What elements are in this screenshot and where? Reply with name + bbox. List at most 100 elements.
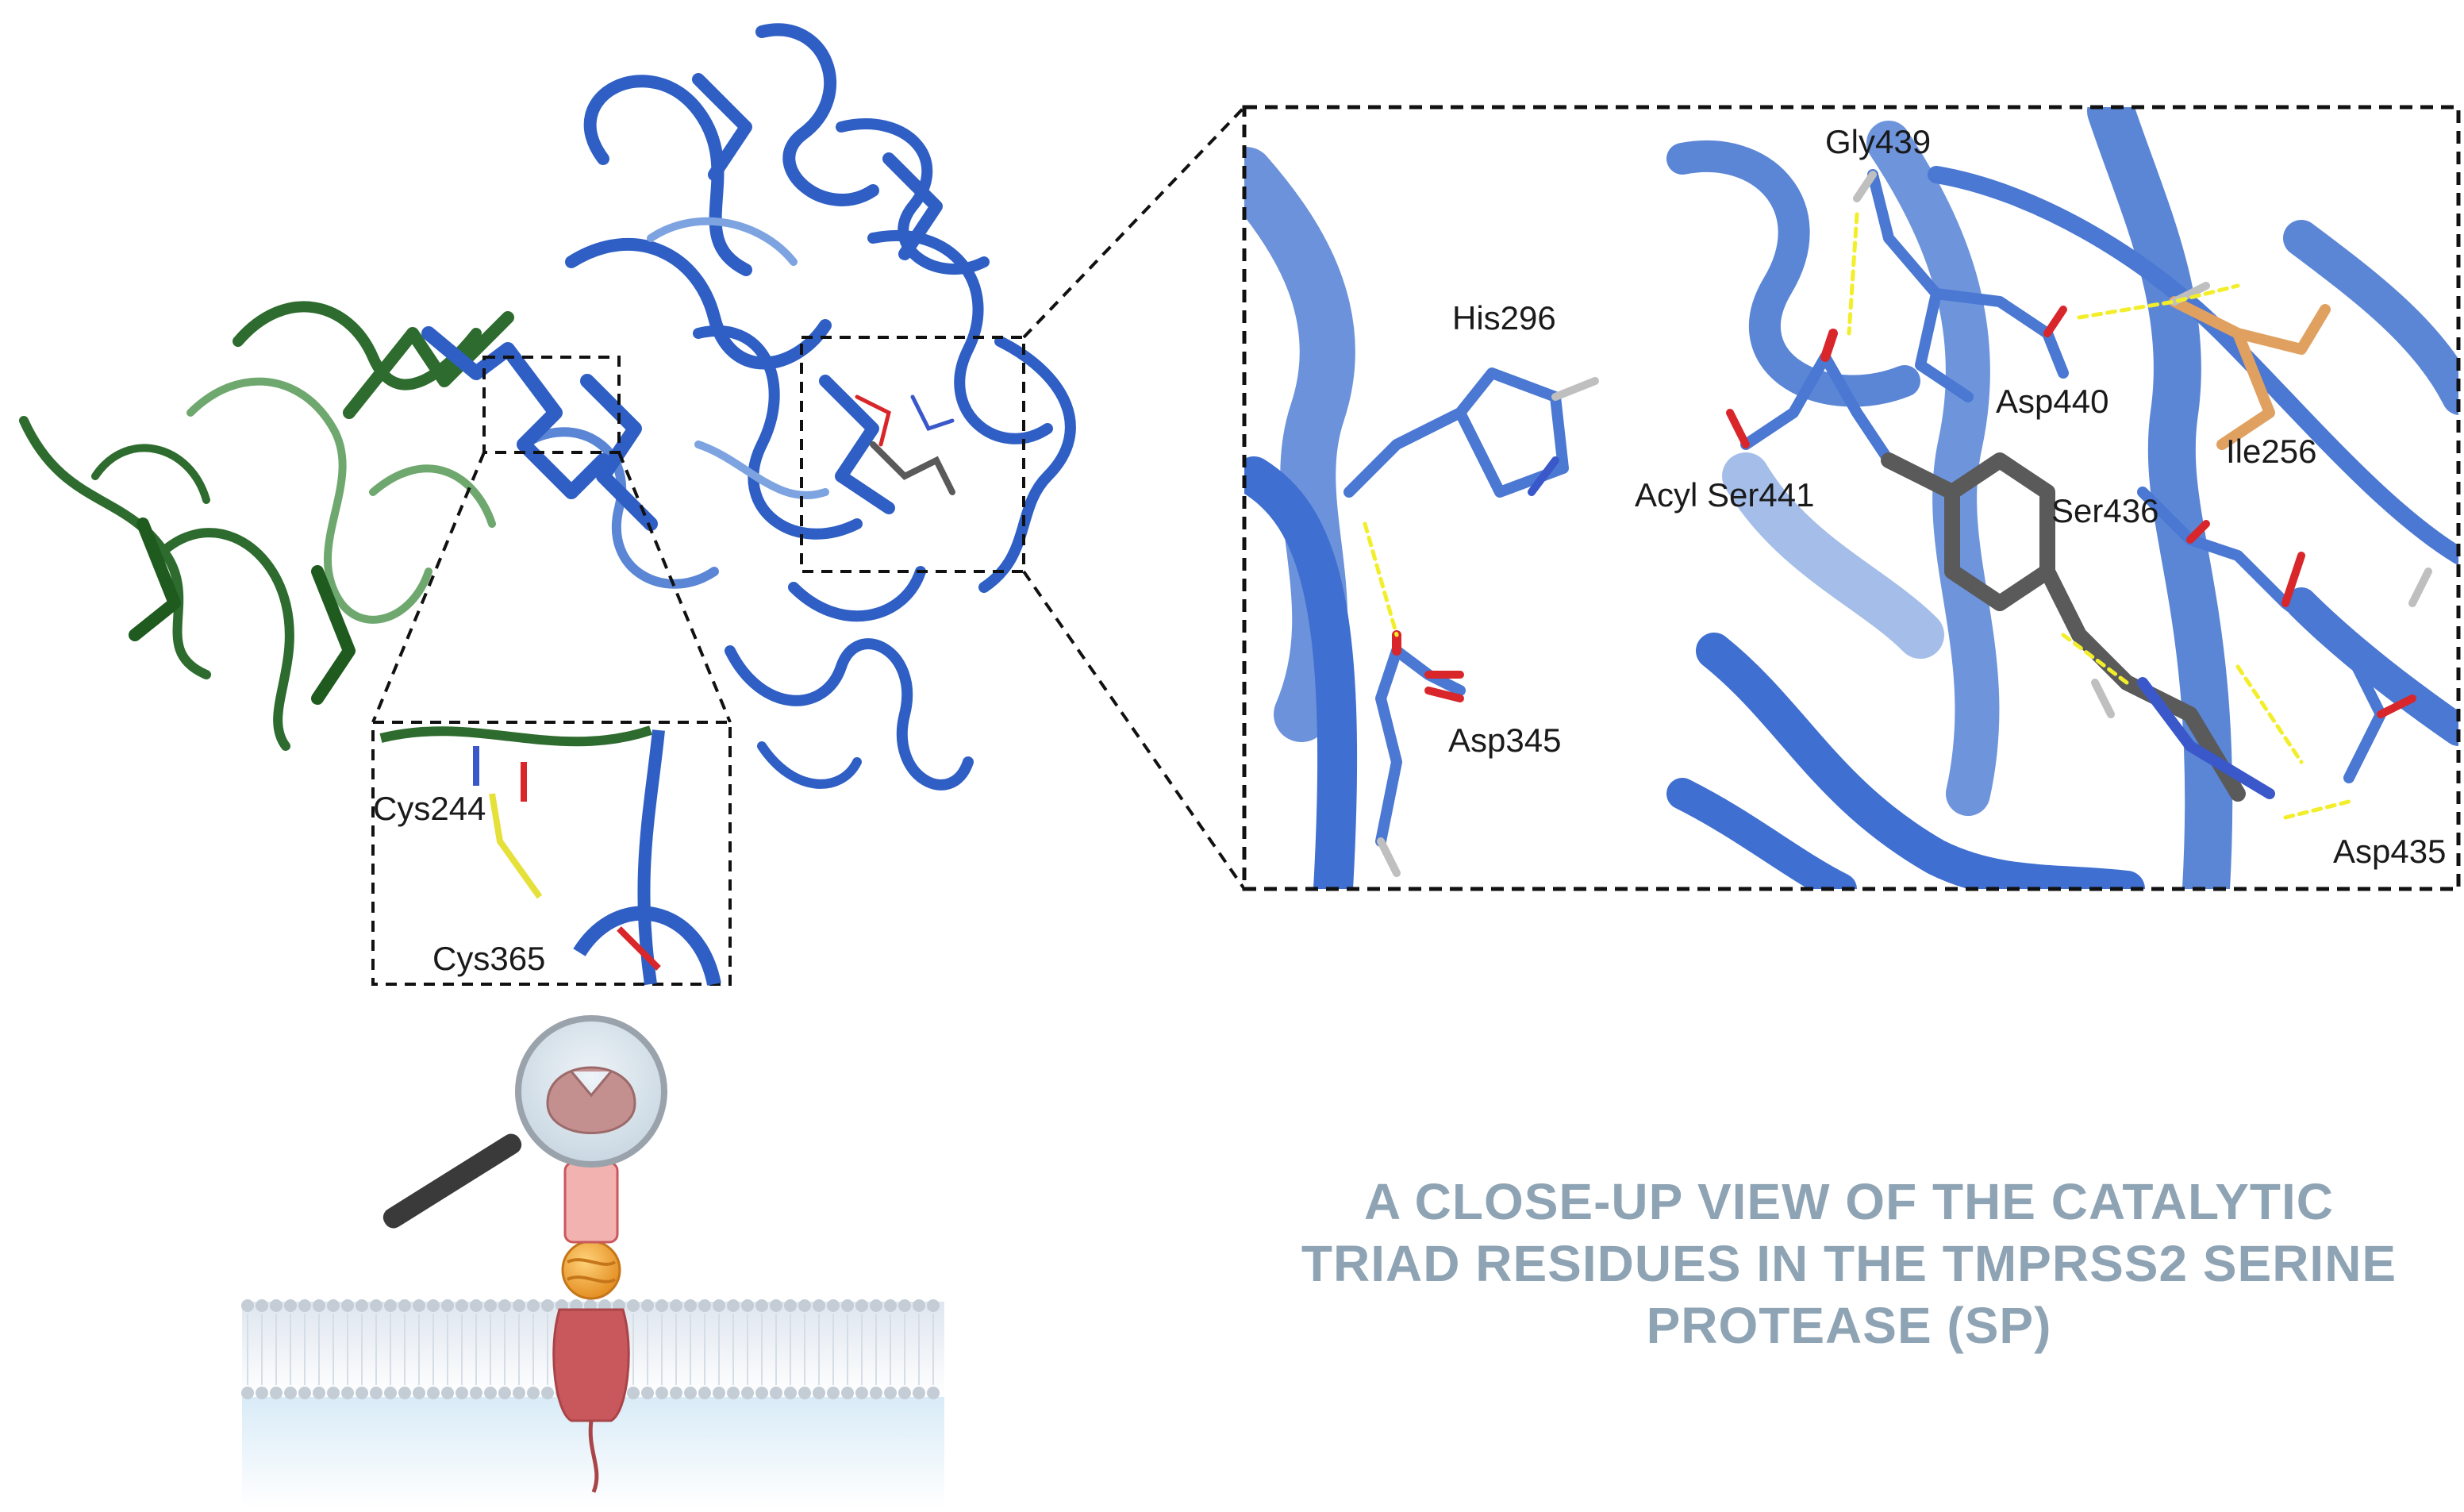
lipid-head [627, 1299, 640, 1312]
lipid-head [270, 1387, 283, 1399]
label-asp435: Asp435 [2333, 833, 2446, 870]
lipid-head [456, 1299, 468, 1312]
lipid-head [655, 1387, 668, 1399]
label-ile256: Ile256 [2226, 433, 2316, 470]
lipid-head [313, 1299, 325, 1312]
lipid-head [827, 1387, 840, 1399]
lipid-head [698, 1299, 711, 1312]
lipid-head [341, 1387, 354, 1399]
lipid-head [755, 1299, 768, 1312]
lipid-head [356, 1387, 368, 1399]
lipid-head [313, 1387, 325, 1399]
lipid-head [484, 1387, 497, 1399]
lipid-head [755, 1387, 768, 1399]
label-asp440: Asp440 [1996, 383, 2108, 420]
lipid-head [627, 1387, 640, 1399]
lipid-head [727, 1299, 740, 1312]
figure-caption: A CLOSE-UP VIEW OF THE CATALYTIC TRIAD R… [1238, 1171, 2460, 1356]
lipid-head [713, 1387, 725, 1399]
lipid-head [884, 1387, 897, 1399]
sp-domain-ribbon [421, 23, 1076, 791]
lipid-head [927, 1299, 940, 1312]
caption-line-1: A CLOSE-UP VIEW OF THE CATALYTIC [1364, 1173, 2334, 1230]
lipid-head [670, 1387, 682, 1399]
protein-structure [19, 23, 1246, 891]
lipid-head [898, 1387, 911, 1399]
lipid-head [513, 1387, 525, 1399]
lipid-head [327, 1299, 340, 1312]
label-gly439: Gly439 [1825, 123, 1931, 160]
ldlra-domain-ball [561, 1240, 621, 1300]
lipid-head [527, 1299, 540, 1312]
disulfide-zoom-box [482, 356, 621, 454]
lipid-head [370, 1387, 382, 1399]
lipid-head [398, 1299, 411, 1312]
lipid-head [913, 1387, 925, 1399]
magnifier-handle [382, 1133, 522, 1229]
lipid-head [241, 1299, 254, 1312]
lipid-head [813, 1387, 825, 1399]
connector-line [371, 452, 486, 723]
sp-domain-icon [546, 1066, 636, 1134]
lipid-head [398, 1387, 411, 1399]
lipid-head [541, 1299, 554, 1312]
lipid-head [641, 1299, 654, 1312]
lipid-head [827, 1299, 840, 1312]
active-site-ligand [855, 394, 955, 495]
label-acyl-ser441: Acyl Ser441 [1635, 476, 1814, 514]
lipid-head [727, 1387, 740, 1399]
lipid-head [684, 1387, 697, 1399]
lipid-head [298, 1387, 311, 1399]
lipid-head [684, 1299, 697, 1312]
lipid-head [270, 1299, 283, 1312]
lipid-head [341, 1299, 354, 1312]
lipid-head [413, 1299, 425, 1312]
lipid-head [798, 1299, 811, 1312]
label-ser436: Ser436 [2051, 492, 2158, 529]
lipid-head [855, 1387, 868, 1399]
lipid-head [841, 1387, 854, 1399]
lipid-head [384, 1299, 397, 1312]
lipid-head [927, 1387, 940, 1399]
magnifier-lens [515, 1015, 667, 1168]
lipid-head [256, 1299, 268, 1312]
connector-line [1022, 570, 1246, 891]
lipid-head [770, 1387, 782, 1399]
lipid-head [413, 1387, 425, 1399]
lipid-head [370, 1299, 382, 1312]
srcr-domain [563, 1161, 619, 1244]
lipid-head [470, 1387, 482, 1399]
lipid-head [798, 1387, 811, 1399]
lipid-head [441, 1299, 454, 1312]
lipid-head [855, 1299, 868, 1312]
label-cys244: Cys244 [373, 790, 486, 827]
lipid-head [641, 1387, 654, 1399]
lipid-head [784, 1387, 797, 1399]
lipid-head [513, 1299, 525, 1312]
lipid-head [527, 1387, 540, 1399]
connector-line [1022, 106, 1246, 339]
lipid-head [427, 1387, 440, 1399]
lipid-head [770, 1299, 782, 1312]
lipid-head [541, 1387, 554, 1399]
lipid-head [241, 1387, 254, 1399]
lipid-head [841, 1299, 854, 1312]
caption-line-2: TRIAD RESIDUES IN THE TMPRSS2 SERINE [1301, 1235, 2397, 1292]
lipid-head [884, 1299, 897, 1312]
lipid-head [284, 1299, 297, 1312]
lipid-head [655, 1299, 668, 1312]
lipid-head [813, 1299, 825, 1312]
lipid-head [741, 1299, 754, 1312]
lipid-head [898, 1299, 911, 1312]
lipid-head [441, 1387, 454, 1399]
lipid-head [784, 1299, 797, 1312]
lipid-head [427, 1299, 440, 1312]
connector-line [617, 452, 732, 723]
tmprss2-transmembrane-domain [552, 1308, 630, 1422]
label-asp345: Asp345 [1448, 721, 1561, 759]
lipid-head [470, 1299, 482, 1312]
lipid-head [913, 1299, 925, 1312]
membrane-illustration [241, 1015, 944, 1508]
lipid-head [698, 1387, 711, 1399]
label-his296: His296 [1452, 299, 1556, 337]
